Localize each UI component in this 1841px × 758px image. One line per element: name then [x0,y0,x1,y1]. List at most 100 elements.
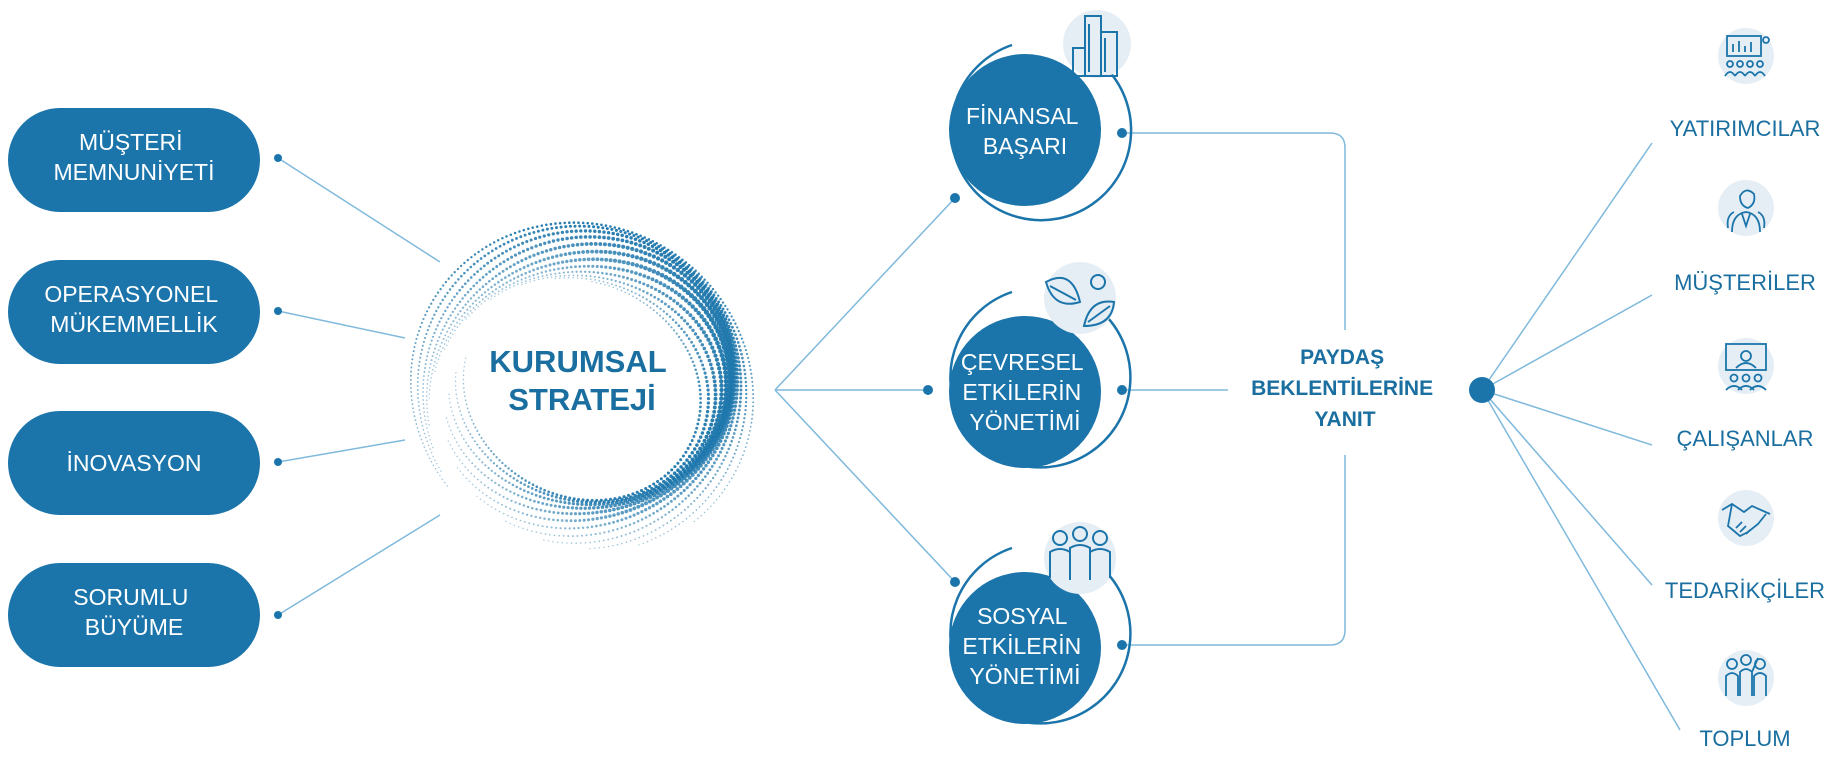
ring-dot [516,243,521,247]
connector-dot [274,611,282,619]
ring-dot [741,356,744,360]
ring-dot [620,289,623,292]
ring-dot [634,292,637,295]
ring-dot [718,348,723,354]
ring-dot [483,291,487,294]
ring-dot [750,421,753,424]
ring-dot [675,487,680,491]
ring-dot [504,249,508,253]
ring-dot [550,494,554,498]
ring-dot [554,499,559,503]
ring-dot [701,306,707,312]
ring-dot [708,450,713,455]
ring-dot [598,280,601,282]
ring-dot [667,277,673,282]
ring-dot [478,446,481,449]
ring-dot [713,353,718,358]
ring-dot [457,278,460,281]
leaf-icon [1044,262,1116,334]
ring-dot [677,313,681,317]
ring-dot [695,443,699,447]
connector-pillar-3 [277,439,406,463]
ring-dot [422,383,425,385]
ring-dot [424,367,426,369]
ring-dot [529,281,531,283]
ring-dot [742,454,744,456]
ring-dot [518,502,521,506]
ring-dot [655,256,661,261]
ring-dot [584,502,588,507]
ring-dot [718,495,721,497]
ring-dot [603,249,608,254]
ring-dot [532,230,536,234]
ring-dot [411,354,414,357]
ring-dot [734,348,739,352]
ring-dot [516,260,520,265]
ring-dot [680,339,683,342]
ring-dot [682,475,687,481]
ring-dot [711,287,715,291]
ring-dot [612,258,618,263]
ring-dot [739,376,743,380]
ring-dot [538,235,542,239]
ring-dot [490,450,493,453]
ring-dot [606,282,609,284]
ring-dot [444,309,447,313]
ring-dot [582,518,586,522]
ring-dot [691,266,694,270]
ring-dot [744,380,748,384]
ring-dot [731,325,734,329]
ring-dot [427,375,430,377]
ring-dot [736,444,739,448]
ring-dot [683,319,687,323]
ring-dot [434,459,436,461]
ring-dot [640,503,645,508]
ring-dot [598,540,601,543]
ring-dot [433,331,436,335]
ring-dot [656,263,661,268]
connector-outcome-3-response [1122,455,1346,646]
ring-dot [713,401,718,406]
ring-dot [701,460,706,465]
ring-dot [477,296,480,299]
ring-dot [649,293,653,297]
ring-dot [539,532,542,535]
ring-dot [507,274,511,277]
ring-dot [712,461,716,465]
ring-dot [498,493,501,496]
ring-dot [675,267,680,273]
ring-dot [438,320,441,323]
ring-dot [466,313,469,315]
ring-dot [636,504,641,509]
ring-dot [528,522,531,525]
ring-dot [571,499,575,503]
ring-dot [707,305,713,311]
ring-dot [739,348,742,352]
ring-dot [647,259,653,265]
ring-dot [541,228,545,232]
ring-dot [721,313,726,317]
ring-dot [490,479,493,482]
ring-dot [536,272,539,275]
ring-dot [450,406,452,408]
ring-dot [578,265,582,268]
ring-dot [462,382,465,385]
ring-dot [723,317,728,321]
ring-dot [718,374,723,380]
ring-dot [417,397,419,399]
ring-dot [442,347,444,349]
ring-dot [730,420,734,424]
ring-dot [695,274,699,277]
ring-dot [577,526,580,530]
ring-dot [548,269,552,272]
ring-dot [725,451,729,454]
ring-dot [413,346,416,348]
ring-dot [521,241,525,245]
ring-dot [550,276,553,278]
ring-dot [727,324,731,329]
ring-dot [529,238,533,242]
ring-dot [532,253,536,257]
ring-dot [688,353,691,356]
ring-dot [569,265,573,269]
ring-dot [425,450,427,452]
